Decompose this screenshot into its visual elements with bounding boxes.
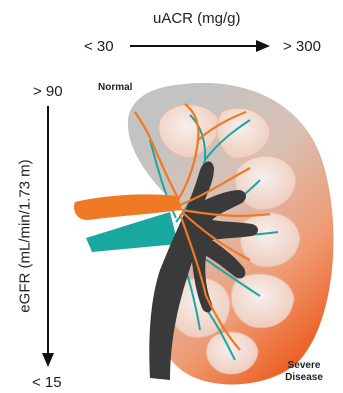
uacr-arrow xyxy=(130,40,270,52)
normal-stage-label: Normal xyxy=(98,82,132,93)
uacr-low-label: < 30 xyxy=(84,38,114,55)
uacr-high-label: > 300 xyxy=(283,38,321,55)
uacr-title: uACR (mg/g) xyxy=(153,10,241,27)
severe-label-line1: Severe xyxy=(280,360,328,372)
egfr-arrow xyxy=(42,106,54,367)
egfr-high-label: > 90 xyxy=(33,83,63,100)
egfr-low-label: < 15 xyxy=(32,374,62,391)
severe-label-line2: Disease xyxy=(280,372,328,384)
egfr-axis-title: eGFR (mL/min/1.73 m) xyxy=(17,159,34,312)
severe-disease-label: Severe Disease xyxy=(280,360,328,384)
